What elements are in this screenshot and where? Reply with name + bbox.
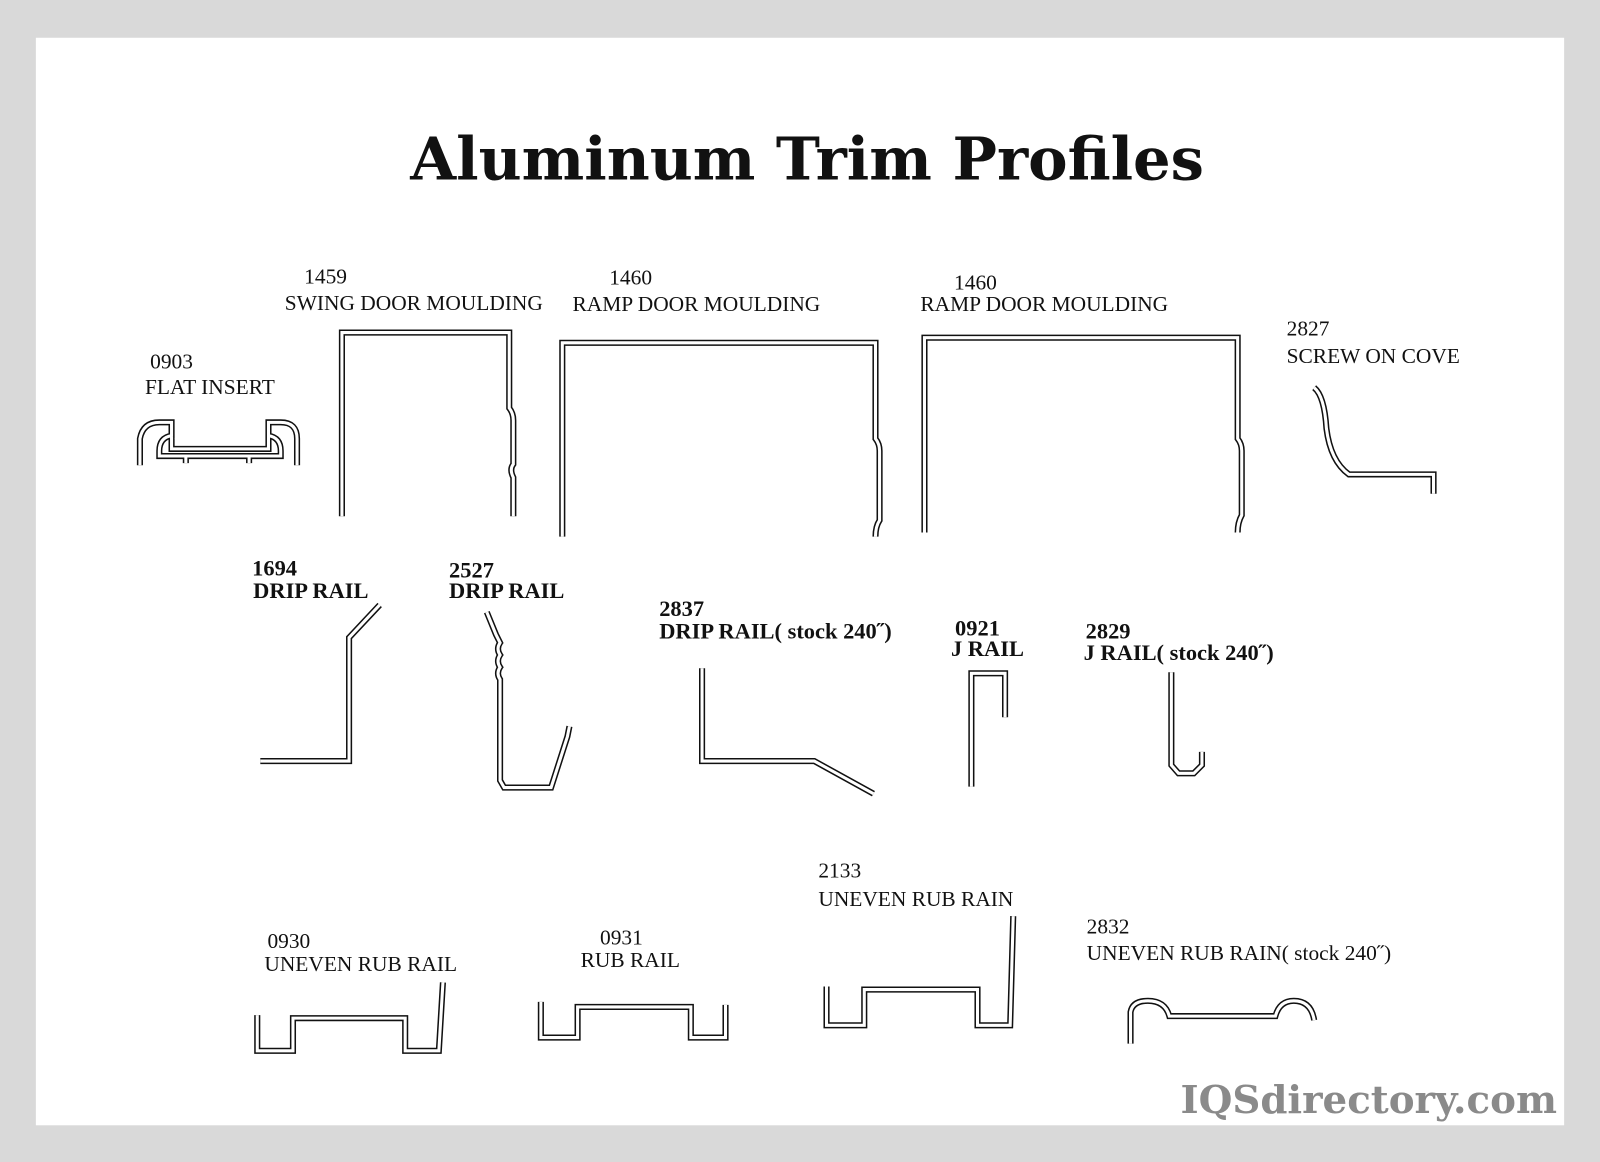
profile-2133: 2133 UNEVEN RUB RAIN: [818, 858, 1013, 911]
drip-rail-2527-shape-stroke: [485, 611, 571, 790]
profile-name: RAMP DOOR MOULDING: [572, 292, 820, 316]
profile-2527: 2527 DRIP RAIL: [449, 557, 564, 602]
profile-name: DRIP RAIL( stock 240˝): [659, 619, 891, 644]
profile-2832: 2832 UNEVEN RUB RAIN( stock 240˝): [1087, 914, 1391, 965]
uneven-rub-rail-0930-shape: [254, 982, 446, 1054]
profile-name: SWING DOOR MOULDING: [285, 291, 543, 315]
ramp-door-moulding-shape-a: [559, 339, 883, 537]
profile-name: UNEVEN RUB RAIL: [264, 952, 457, 976]
profile-name: RUB RAIL: [581, 948, 680, 972]
profile-1694: 1694 DRIP RAIL: [252, 555, 368, 602]
profile-2829: 2829 J RAIL( stock 240˝): [1084, 619, 1274, 665]
drip-rail-1694-shape: [260, 602, 382, 765]
profile-2827: 2827 SCREW ON COVE: [1287, 317, 1460, 369]
profile-name: RAMP DOOR MOULDING: [920, 292, 1168, 316]
j-rail-0921-shape: [968, 670, 1009, 787]
swing-door-moulding-shape-stroke: [340, 331, 515, 517]
profile-0930: 0930 UNEVEN RUB RAIL: [264, 929, 457, 976]
ramp-door-moulding-shape-a-stroke: [560, 341, 882, 537]
screw-on-cove-shape: [1312, 385, 1437, 494]
uneven-rub-rain-2133-shape-stroke: [824, 916, 1015, 1027]
swing-door-moulding-shape: [338, 329, 517, 517]
profile-name: DRIP RAIL: [253, 578, 368, 603]
profile-1460-a: 1460 RAMP DOOR MOULDING: [572, 266, 820, 317]
brand-watermark: IQSdirectory.com: [1180, 1078, 1557, 1123]
ramp-door-moulding-shape-b-stroke: [922, 336, 1244, 533]
drip-rail-2837-shape: [699, 668, 875, 797]
profile-name: SCREW ON COVE: [1287, 344, 1460, 368]
profile-code: 2837: [659, 596, 704, 621]
profile-code: 1459: [304, 265, 347, 289]
profile-code: 2827: [1287, 317, 1330, 341]
profile-code: 1694: [252, 555, 297, 580]
uneven-rub-rain-2133-shape: [823, 916, 1017, 1029]
profile-name: DRIP RAIL: [449, 578, 564, 603]
j-rail-2829-shape: [1168, 672, 1206, 777]
flat-insert-shape-stroke: [138, 420, 299, 466]
profile-code: 1460: [609, 266, 652, 290]
uneven-rub-rail-0930-shape-stroke: [255, 982, 445, 1053]
j-rail-0921-shape-stroke: [969, 671, 1007, 787]
profile-code: 0931: [600, 926, 643, 950]
profile-2837: 2837 DRIP RAIL( stock 240˝): [659, 596, 891, 643]
profile-0903: 0903 FLAT INSERT: [145, 349, 275, 399]
page-title: Aluminum Trim Profiles: [409, 124, 1204, 194]
profile-code: 1460: [954, 271, 997, 295]
profile-code: 2829: [1086, 619, 1131, 644]
profile-code: 0921: [955, 616, 1000, 641]
uneven-rub-rain-2832-shape: [1127, 997, 1318, 1044]
profile-code: 0903: [150, 349, 193, 373]
profile-0921: 0921 J RAIL: [951, 616, 1024, 661]
profile-1459: 1459 SWING DOOR MOULDING: [285, 265, 543, 316]
rub-rail-0931-shape-stroke: [539, 1001, 728, 1040]
rub-rail-0931-shape: [537, 1001, 729, 1041]
profile-code: 0930: [267, 929, 310, 953]
uneven-rub-rain-2832-shape-stroke: [1129, 999, 1316, 1044]
screw-on-cove-shape-stroke: [1313, 386, 1436, 494]
drip-rail-1694-shape-stroke: [260, 603, 381, 763]
profile-1460-b: 1460 RAMP DOOR MOULDING: [920, 271, 1168, 316]
j-rail-2829-shape-stroke: [1169, 672, 1204, 775]
profile-name: FLAT INSERT: [145, 375, 275, 399]
flat-insert-shape: [136, 419, 301, 466]
profile-name: UNEVEN RUB RAIN: [818, 887, 1013, 911]
profile-code: 2527: [449, 557, 494, 582]
drip-rail-2527-shape: [483, 610, 573, 791]
profile-code: 2832: [1087, 914, 1130, 938]
profile-name: J RAIL: [951, 636, 1024, 661]
ramp-door-moulding-shape-b: [921, 334, 1245, 533]
profile-0931: 0931 RUB RAIL: [581, 926, 680, 972]
profile-name: UNEVEN RUB RAIN( stock 240˝): [1087, 941, 1391, 965]
profile-code: 2133: [818, 858, 861, 882]
drip-rail-2837-shape-stroke: [700, 668, 875, 796]
profile-name: J RAIL( stock 240˝): [1084, 640, 1274, 665]
canvas-background: [35, 37, 1565, 1126]
